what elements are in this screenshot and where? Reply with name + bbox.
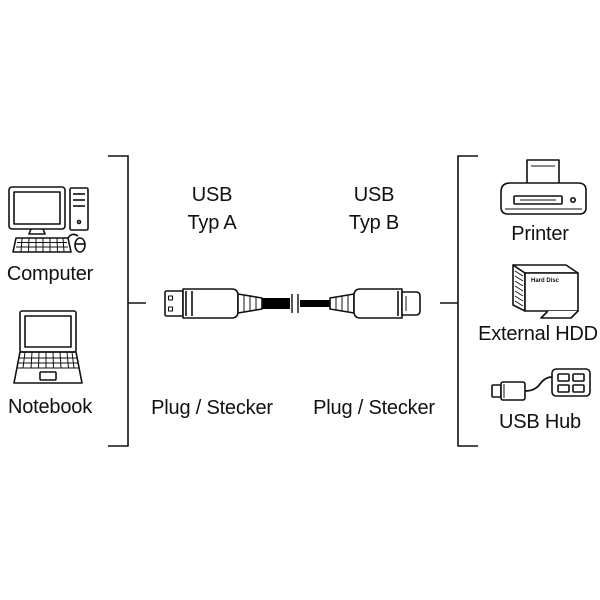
external-hdd-icon xyxy=(512,264,579,319)
connector-a-line1: USB xyxy=(191,184,233,206)
printer-icon xyxy=(500,159,587,215)
hdd-case-text: Hard Disc xyxy=(531,278,560,284)
connector-a-line2: Typ A xyxy=(187,212,237,234)
right-bracket xyxy=(440,155,478,447)
usb-hub-label: USB Hub xyxy=(499,411,581,433)
usb-a-plug-icon xyxy=(164,288,263,319)
printer-label: Printer xyxy=(511,223,569,245)
usb-b-plug-icon xyxy=(329,288,421,319)
connector-a-caption: Plug / Stecker xyxy=(151,397,273,419)
computer-icon xyxy=(8,186,89,253)
external-hdd-label: External HDD xyxy=(478,323,598,345)
computer-label: Computer xyxy=(6,263,94,285)
connector-b-line1: USB xyxy=(353,184,395,206)
connector-b-line2: Typ B xyxy=(348,212,400,234)
usb-cable xyxy=(260,294,332,313)
usb-hub-icon xyxy=(491,368,591,401)
notebook-label: Notebook xyxy=(7,396,92,418)
connector-b-caption: Plug / Stecker xyxy=(313,397,435,419)
notebook-icon xyxy=(13,310,83,384)
left-bracket xyxy=(108,155,146,447)
